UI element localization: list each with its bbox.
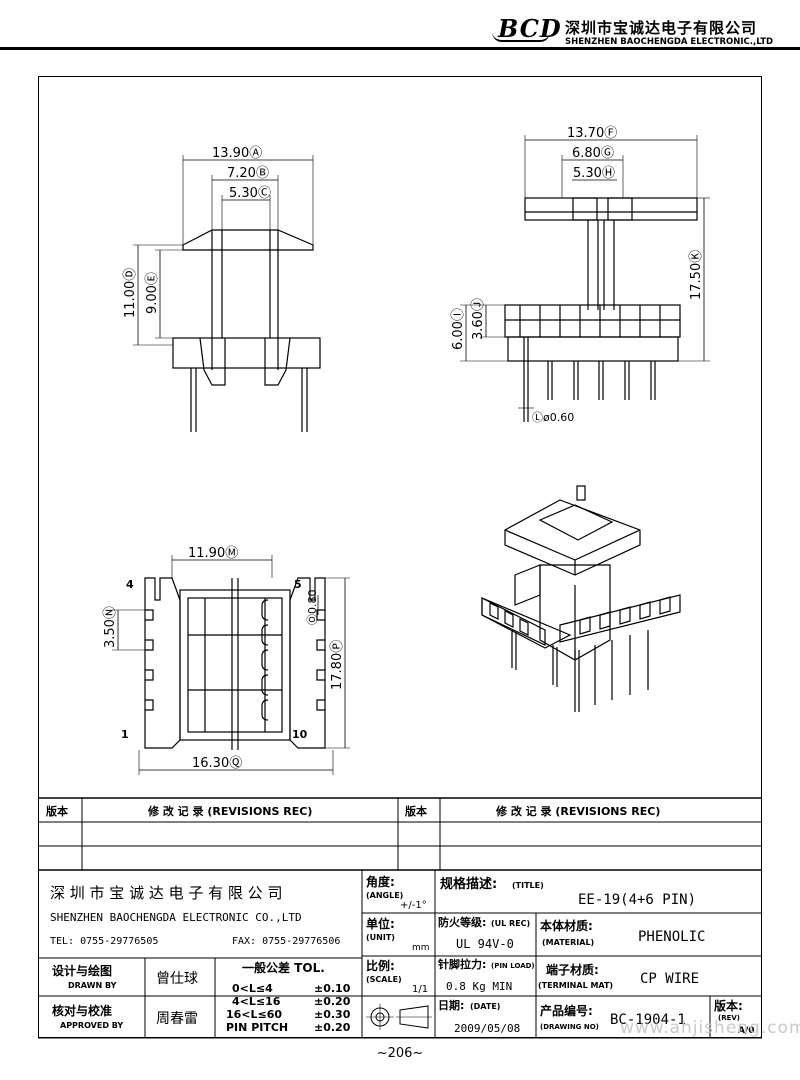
tb-terminal-en: (TERMINAL MAT)	[538, 981, 613, 990]
tb-title-val: EE-19(4+6 PIN)	[578, 892, 696, 908]
tb-drawn-en: DRAWN BY	[68, 981, 117, 990]
projection-symbol	[366, 1004, 432, 1030]
tb-date-en: (DATE)	[470, 1002, 500, 1011]
tb-fax: FAX: 0755-29776506	[232, 936, 340, 947]
logo-swoosh	[492, 32, 550, 42]
tb-unit-cn: 单位:	[366, 916, 395, 931]
pin-label-5: 5	[294, 578, 302, 591]
dim-bottom-16-30: 16.30Ⓠ	[192, 756, 242, 771]
rev-col3-label: 版本	[405, 804, 427, 818]
isometric-view	[481, 485, 681, 712]
dim-front-13-90: 13.90Ⓐ	[212, 146, 262, 161]
tb-date-val: 2009/05/08	[454, 1022, 520, 1035]
tb-tol-val-1: ±0.20	[314, 995, 351, 1008]
tb-tol-range-0: 0<L≤4	[232, 982, 273, 995]
dim-front-5-30: 5.30Ⓒ	[229, 186, 271, 201]
tb-tel: TEL: 0755-29776505	[50, 936, 158, 947]
dim-side-6-80: 6.80Ⓖ	[572, 146, 614, 161]
company-logo: BCD	[492, 14, 562, 43]
tb-tol-range-3: PIN PITCH	[226, 1021, 288, 1034]
pin-label-10: 10	[292, 728, 308, 741]
dim-side-5-30: 5.30Ⓗ	[573, 166, 615, 181]
side-view	[460, 135, 710, 422]
tb-approved-en: APPROVED BY	[60, 1021, 123, 1030]
tb-approved-name: 周春雷	[156, 1011, 198, 1027]
tb-tol-title: 一般公差 TOL.	[242, 960, 325, 975]
tb-scale-cn: 比例:	[366, 958, 395, 973]
tb-rev-en: (REV)	[718, 1014, 740, 1022]
tb-rev-val: A/0	[738, 1026, 755, 1036]
tb-unit-val: mm	[412, 943, 430, 953]
tb-scale-val: 1/1	[412, 984, 428, 995]
dim-side-6-00: 6.00Ⓘ	[451, 308, 466, 350]
pin-label-4: 4	[126, 578, 134, 591]
tb-flame-val: UL 94V-0	[456, 937, 514, 951]
tb-drawno-cn: 产品编号:	[540, 1003, 593, 1018]
tb-flame-en: (UL REC)	[491, 919, 530, 928]
dim-bottom-17-80: 17.80Ⓟ	[330, 640, 345, 690]
tb-date-cn: 日期:	[438, 998, 464, 1012]
tb-angle-cn: 角度:	[366, 874, 395, 889]
dim-side-3-60: 3.60Ⓙ	[471, 298, 486, 340]
rev-col4-label: 修 改 记 录 (REVISIONS REC)	[495, 804, 660, 818]
title-block-lines	[38, 870, 762, 1039]
revision-table-lines	[38, 797, 762, 871]
dim-front-11-00: 11.00Ⓓ	[123, 268, 138, 318]
tb-terminal-val: CP WIRE	[640, 971, 699, 987]
tb-drawn-cn: 设计与绘图	[52, 963, 112, 978]
tb-drawno-en: (DRAWING NO)	[540, 1023, 599, 1031]
tb-unit-en: (UNIT)	[366, 933, 395, 942]
tb-company-cn: 深 圳 市 宝 诚 达 电 子 有 限 公 司	[50, 884, 282, 902]
tb-tol-val-2: ±0.30	[314, 1008, 351, 1021]
rev-col2-label: 修 改 记 录 (REVISIONS REC)	[147, 804, 312, 818]
tb-title-en: (TITLE)	[512, 881, 544, 890]
tb-tol-range-1: 4<L≤16	[232, 995, 281, 1008]
tb-pinload-val: 0.8 Kg MIN	[446, 980, 512, 993]
dim-side-13-70: 13.70Ⓕ	[567, 126, 617, 141]
page-number: ~206~	[376, 1046, 424, 1061]
dim-bottom-0-80: Ⓞ0.80	[306, 590, 319, 626]
tb-material-val: PHENOLIC	[638, 929, 705, 945]
header-company-en: SHENZHEN BAOCHENGDA ELECTRONIC.,LTD	[565, 37, 774, 47]
dim-front-9-00: 9.00Ⓔ	[145, 272, 160, 314]
bottom-view	[112, 555, 350, 775]
header-company-cn: 深圳市宝诚达电子有限公司	[565, 19, 758, 37]
tb-scale-en: (SCALE)	[366, 975, 402, 984]
tb-material-en: (MATERIAL)	[542, 938, 594, 947]
tb-pinload-en: (PIN LOAD)	[491, 962, 535, 970]
tb-drawn-name: 曾仕球	[156, 971, 198, 987]
tb-material-cn: 本体材质:	[540, 918, 593, 933]
tb-angle-val: +/-1°	[400, 900, 427, 911]
watermark: www.ahjisheng.com	[620, 1018, 800, 1038]
tb-approved-cn: 核对与校准	[52, 1003, 112, 1018]
header-rule	[0, 47, 800, 50]
front-view	[133, 155, 321, 432]
tb-tol-val-0: ±0.10	[314, 982, 351, 995]
tb-flame-cn: 防火等级:	[438, 915, 486, 929]
dim-side-17-50: 17.50Ⓚ	[689, 250, 704, 300]
tb-terminal-cn: 端子材质:	[546, 962, 599, 977]
rev-col1-label: 版本	[46, 804, 68, 818]
dim-bottom-3-50: 3.50Ⓝ	[103, 606, 118, 648]
dim-bottom-11-90: 11.90Ⓜ	[188, 546, 238, 561]
tb-rev-cn: 版本:	[714, 998, 743, 1013]
tb-drawno-val: BC-1904-1	[610, 1012, 686, 1028]
tb-tol-range-2: 16<L≤60	[226, 1008, 282, 1021]
dim-side-pin-dia: Ⓛø0.60	[532, 411, 574, 424]
dim-front-7-20: 7.20Ⓑ	[227, 166, 269, 181]
tb-pinload-cn: 针脚拉力:	[438, 957, 486, 971]
pin-label-1: 1	[121, 728, 129, 741]
tb-tol-val-3: ±0.20	[314, 1021, 351, 1034]
tb-angle-en: (ANGLE)	[366, 891, 403, 900]
tb-company-en: SHENZHEN BAOCHENGDA ELECTRONIC CO.,LTD	[50, 911, 302, 924]
tb-title-cn: 规格描述:	[440, 876, 497, 892]
